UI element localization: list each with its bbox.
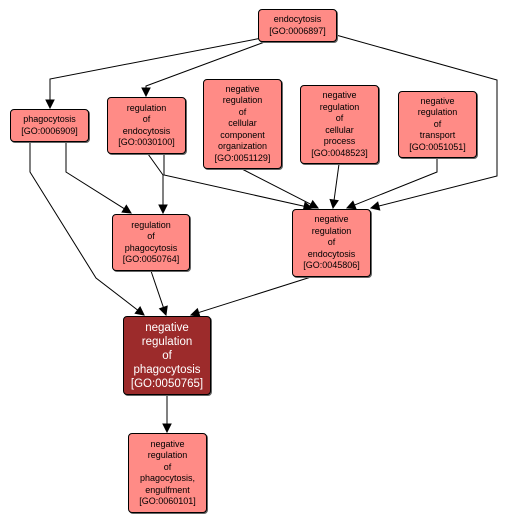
edge-neg-reg-transport-to-neg-reg-endocytosis <box>345 158 438 210</box>
edge-neg-reg-endocytosis-to-neg-reg-phagocytosis <box>189 276 312 318</box>
node-negative-regulation-of-phagocytosis-label: negative regulation of phagocytosis [GO:… <box>130 321 204 390</box>
node-endocytosis-label: endocytosis [GO:0006897] <box>269 14 326 36</box>
arrowhead <box>369 201 381 211</box>
arrowhead <box>329 198 339 210</box>
edge-neg-reg-phagocytosis-to-neg-reg-phago-engulf <box>162 395 172 434</box>
node-endocytosis[interactable]: endocytosis [GO:0006897] <box>258 9 337 42</box>
edge-endocytosis-to-reg-endocytosis <box>141 39 271 98</box>
arrowhead <box>189 307 201 318</box>
arrowhead <box>308 199 319 209</box>
node-negative-regulation-of-cellular-component-organization-label: negative regulation of cellular componen… <box>214 83 271 163</box>
edge-neg-reg-cproc-to-neg-reg-endocytosis <box>329 163 340 210</box>
arrowhead <box>141 87 151 98</box>
edge-neg-reg-ccorg-to-neg-reg-endocytosis <box>241 168 319 209</box>
arrowhead <box>345 200 357 210</box>
node-negative-regulation-of-transport-label: negative regulation of transport [GO:005… <box>409 95 466 152</box>
node-negative-regulation-of-endocytosis[interactable]: negative regulation of endocytosis [GO:0… <box>292 209 371 277</box>
node-phagocytosis-label: phagocytosis [GO:0006909] <box>21 114 78 136</box>
node-negative-regulation-of-endocytosis-label: negative regulation of endocytosis [GO:0… <box>303 214 360 271</box>
node-regulation-of-phagocytosis[interactable]: regulation of phagocytosis [GO:0050764] <box>112 214 190 271</box>
arrowhead <box>121 204 132 214</box>
arrowhead <box>158 204 168 215</box>
node-negative-regulation-of-phagocytosis-engulfment[interactable]: negative regulation of phagocytosis, eng… <box>128 433 207 513</box>
arrowhead <box>134 306 145 316</box>
node-negative-regulation-of-phagocytosis-engulfment-label: negative regulation of phagocytosis, eng… <box>139 438 196 507</box>
node-negative-regulation-of-transport[interactable]: negative regulation of transport [GO:005… <box>398 91 477 158</box>
node-regulation-of-endocytosis-label: regulation of endocytosis [GO:0030100] <box>118 102 175 148</box>
node-regulation-of-phagocytosis-label: regulation of phagocytosis [GO:0050764] <box>122 219 180 265</box>
edge-endocytosis-to-neg-reg-endocytosis <box>335 34 498 211</box>
edge-reg-phagocytosis-to-neg-reg-phagocytosis <box>150 270 168 317</box>
arrowhead <box>162 423 172 434</box>
node-negative-regulation-of-phagocytosis[interactable]: negative regulation of phagocytosis [GO:… <box>123 316 211 395</box>
node-negative-regulation-of-cellular-process[interactable]: negative regulation of cellular process … <box>300 85 379 164</box>
edge-phagocytosis-to-neg-reg-phagocytosis <box>29 142 145 316</box>
node-negative-regulation-of-cellular-component-organization[interactable]: negative regulation of cellular componen… <box>203 79 282 169</box>
arrowhead <box>45 99 55 110</box>
edge-endocytosis-to-phagocytosis <box>45 37 263 110</box>
node-phagocytosis[interactable]: phagocytosis [GO:0006909] <box>10 109 89 142</box>
edge-phagocytosis-to-reg-phagocytosis <box>65 142 132 214</box>
node-regulation-of-endocytosis[interactable]: regulation of endocytosis [GO:0030100] <box>107 97 186 154</box>
node-negative-regulation-of-cellular-process-label: negative regulation of cellular process … <box>311 90 368 158</box>
edge-reg-endocytosis-to-reg-phagocytosis <box>147 153 168 215</box>
arrowhead <box>158 305 168 317</box>
